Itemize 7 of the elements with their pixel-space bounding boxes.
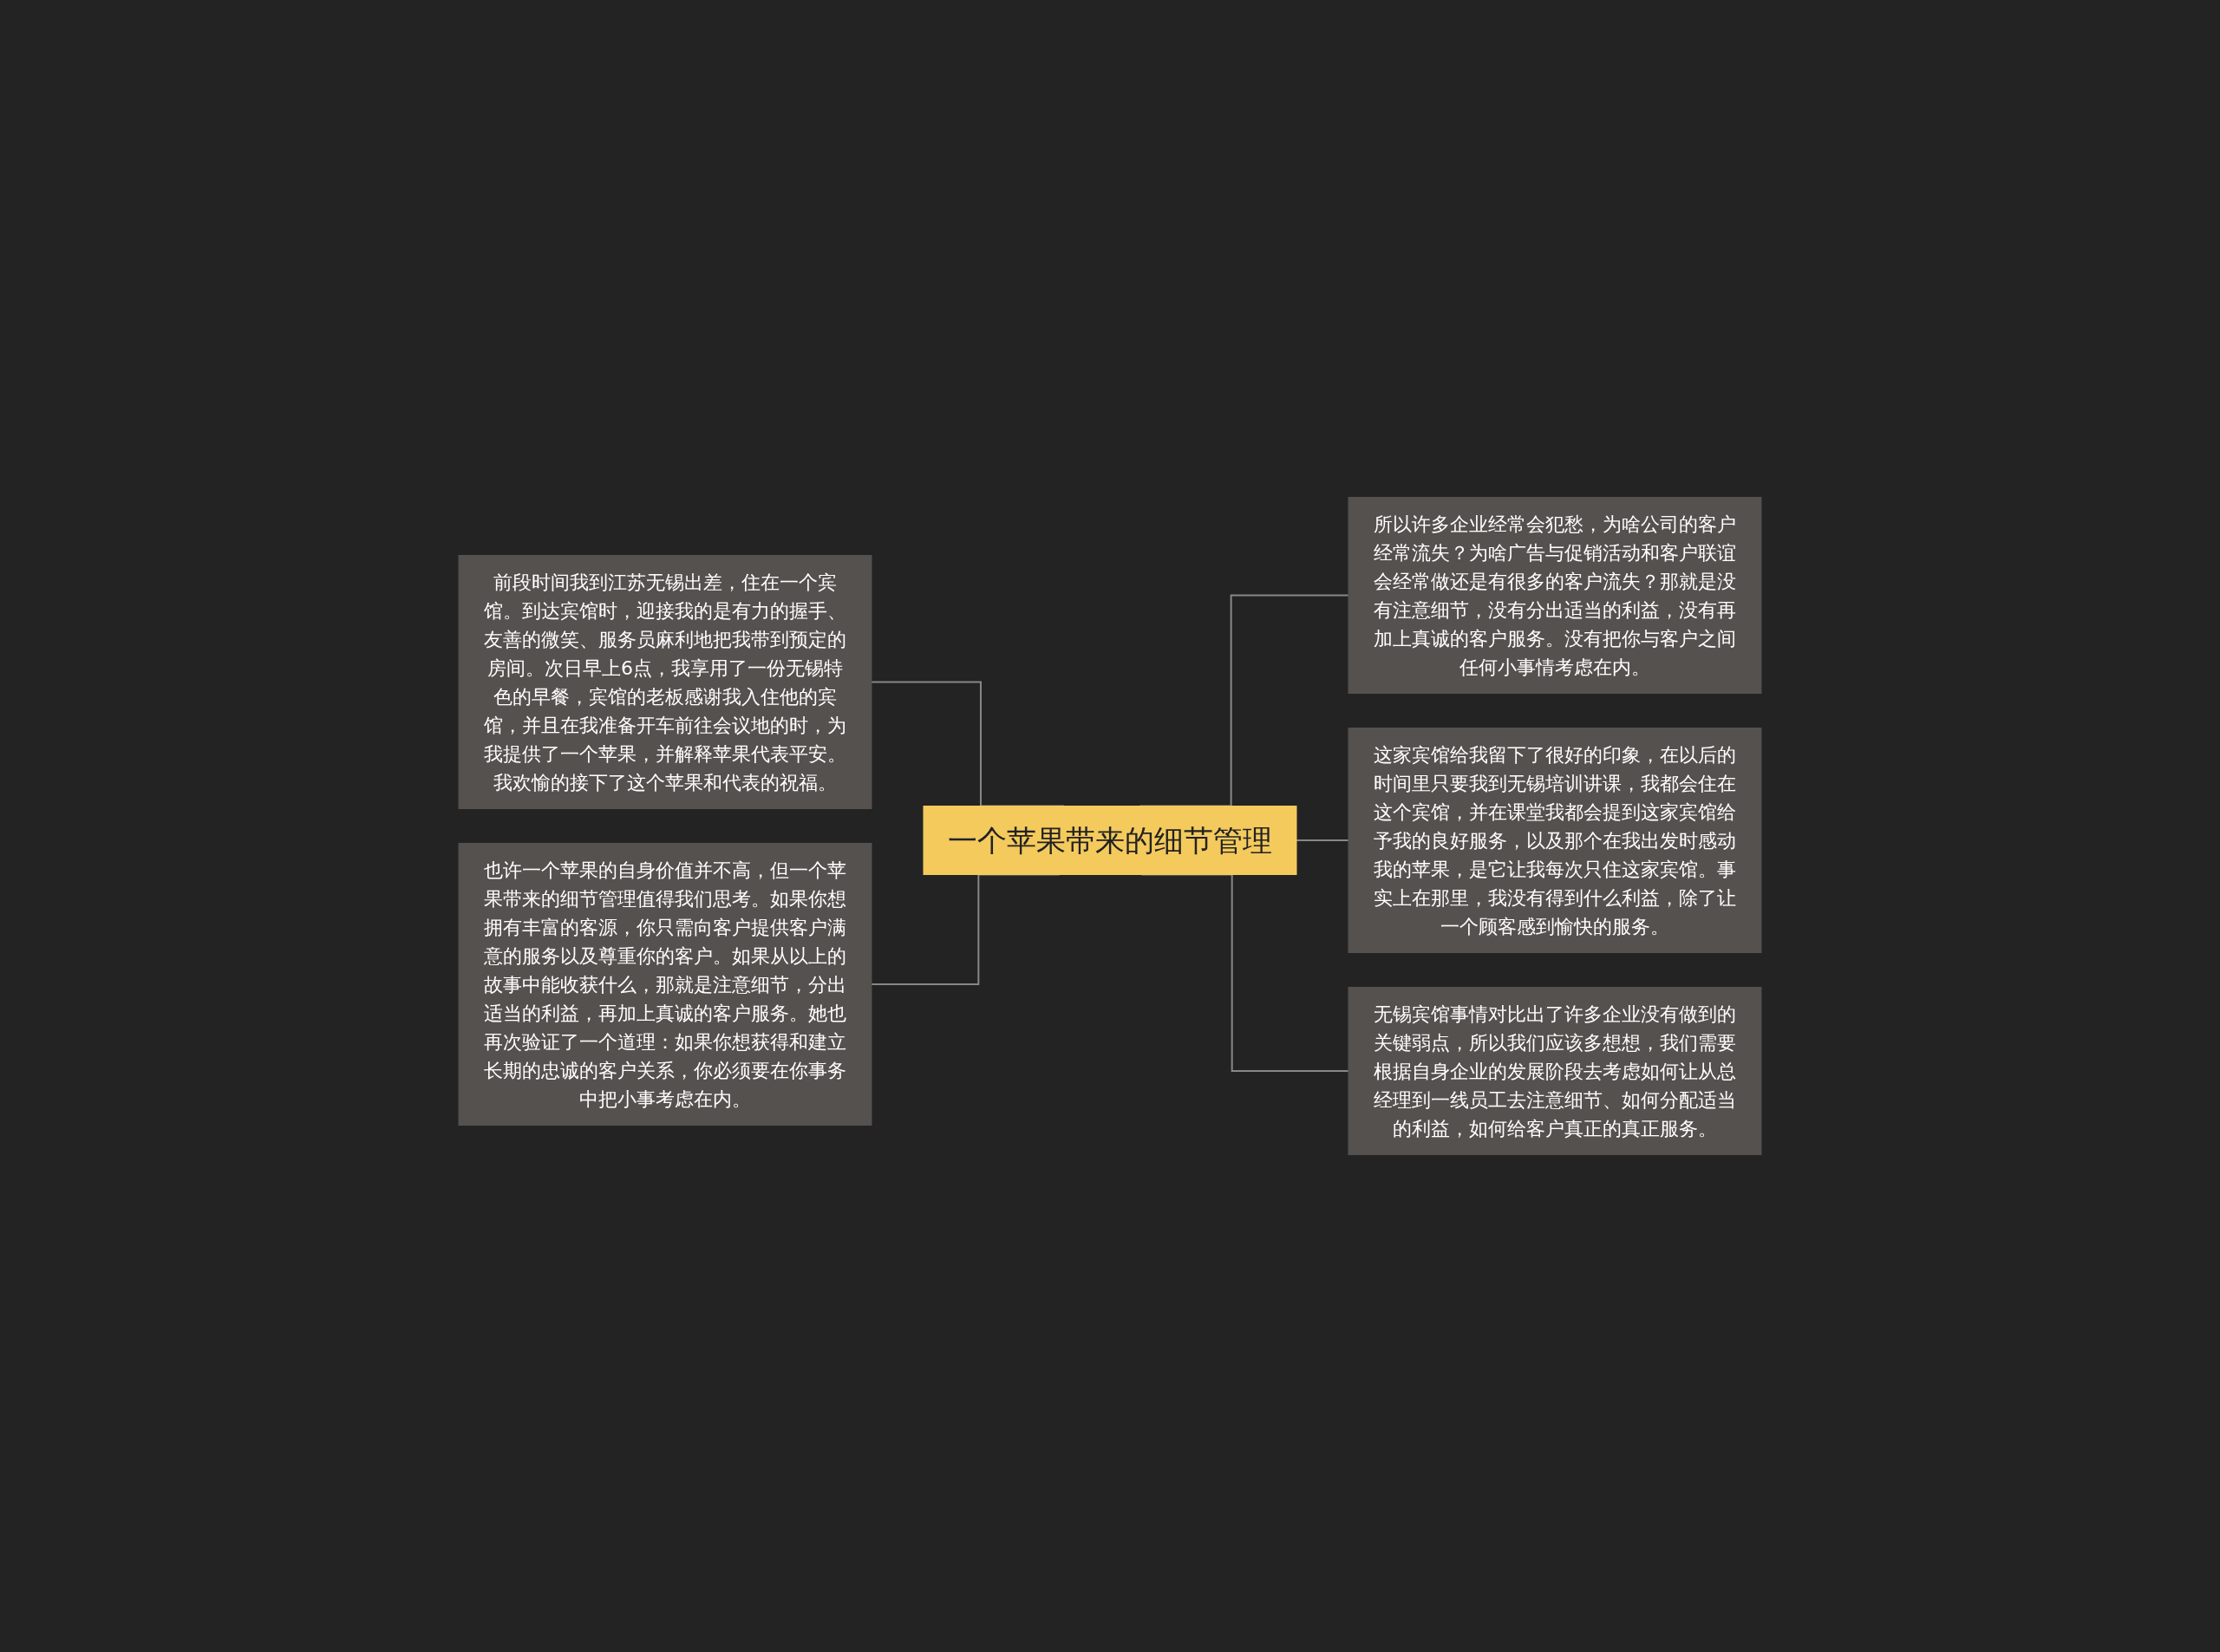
node-box: 前段时间我到江苏无锡出差，住在一个宾馆。到达宾馆时，迎接我的是有力的握手、友善的微笑、服务员麻利地把我带到预定的房间。次日早上6点，我享用了一份无锡特色的早餐，宾馆的老板感谢我入住他的宾馆，并且在我准备开车前往会议地的时，为我提供了一个苹果，并解释苹果代表平安。我欢愉的接下了这个苹果和代表的祝福。 — [458, 555, 872, 809]
node-box: 这家宾馆给我留下了很好的印象，在以后的时间里只要我到无锡培训讲课，我都会住在这个宾馆，并在课堂我都会提到这家宾馆给予我的良好服务，以及那个在我出发时感动我的苹果，是它让我每次只住这家宾馆。事实上在那里，我没有得到什么利益，除了让一个顾客感到愉快的服务。 — [1348, 728, 1762, 953]
node-box: 一个苹果带来的细节管理 — [923, 806, 1297, 875]
node-box: 也许一个苹果的自身价值并不高，但一个苹果带来的细节管理值得我们思考。如果你想拥有丰富的客源，你只需向客户提供客户满意的服务以及尊重你的客户。如果从以上的故事中能收获什么，那就是注意细节，分出适当的利益，再加上真诚的客户服务。她也再次验证了一个道理：如果你想获得和建立长期的忠诚的客户关系，你必须要在你事务中把小事考虑在内。 — [458, 843, 872, 1126]
node-box: 无锡宾馆事情对比出了许多企业没有做到的关键弱点，所以我们应该多想想，我们需要根据自身企业的发展阶段去考虑如何让从总经理到一线员工去注意细节、如何分配适当的利益，如何给客户真正的真正服务。 — [1348, 987, 1762, 1155]
connector — [1296, 839, 1349, 841]
node-box: 所以许多企业经常会犯愁，为啥公司的客户经常流失？为啥广告与促销活动和客户联谊会经常做还是有很多的客户流失？那就是没有注意细节，没有分出适当的利益，没有再加上真诚的客户服务。没有把你与客户之间任何小事情考虑在内。 — [1348, 497, 1762, 694]
